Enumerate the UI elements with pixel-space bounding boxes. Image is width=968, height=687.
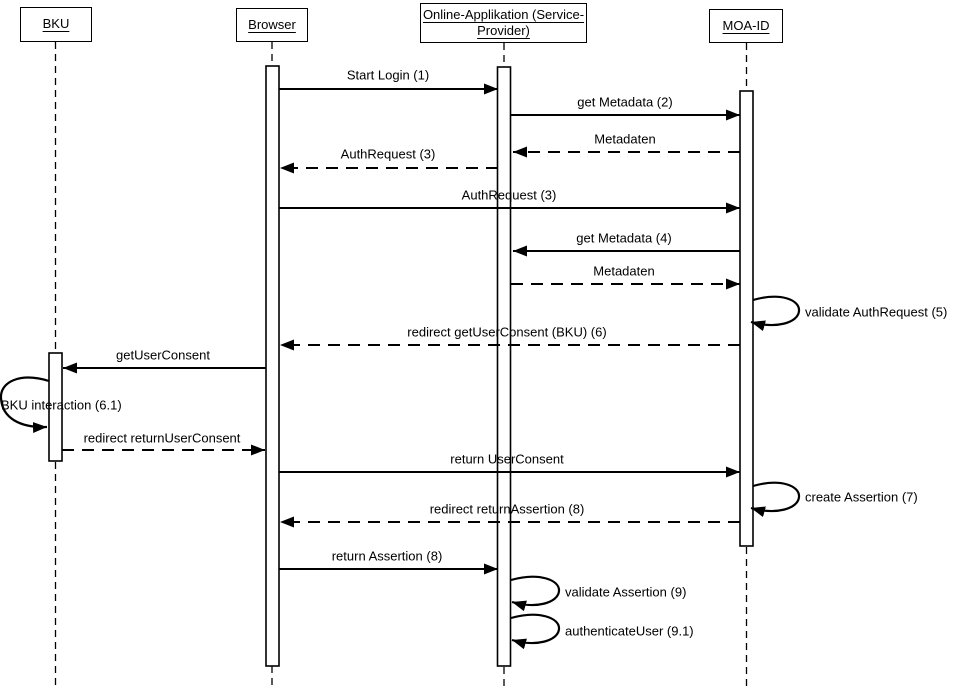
actor-box-moa-id: MOA-ID xyxy=(709,9,783,43)
self-loop-bku-interaction xyxy=(0,376,50,434)
activation-bar-moa-id xyxy=(739,90,754,547)
actor-label-browser: Browser xyxy=(248,16,296,32)
actor-label-online-app-line2: Provider) xyxy=(477,23,530,38)
message-label-validate-assertion: validate Assertion (9) xyxy=(565,584,687,600)
message-label-authenticateuser: authenticateUser (9.1) xyxy=(565,623,694,639)
message-label-get-metadata-2: get Metadata (2) xyxy=(577,94,673,110)
message-label-get-metadata-4: get Metadata (4) xyxy=(576,230,672,246)
message-label-metadaten-2: Metadaten xyxy=(593,263,655,279)
message-label-start-login: Start Login (1) xyxy=(346,67,430,83)
activation-bar-browser xyxy=(265,65,280,667)
actor-label-online-app-line1: Online-Applikation (Service- xyxy=(422,6,585,22)
activation-bar-online-app xyxy=(496,66,512,667)
message-label-metadaten-1: Metadaten xyxy=(594,131,656,147)
actor-box-browser: Browser xyxy=(236,8,308,42)
self-loop-create-assertion xyxy=(750,481,801,518)
actor-box-bku: BKU xyxy=(20,7,92,42)
message-label-authrequest-3b: AuthRequest (3) xyxy=(461,187,557,203)
actor-label-bku: BKU xyxy=(42,16,70,32)
self-loop-authenticateuser xyxy=(510,613,561,650)
activation-bar-bku xyxy=(48,352,63,462)
message-label-return-userconsent: return UserConsent xyxy=(450,451,564,467)
actor-box-online-app: Online-Applikation (Service- Provider) xyxy=(420,3,587,43)
message-label-authrequest-3a: AuthRequest (3) xyxy=(340,146,436,162)
message-label-bku-interaction: BKU interaction (6.1) xyxy=(1,397,122,413)
self-loop-validate-authrequest xyxy=(750,295,801,332)
self-loop-validate-assertion xyxy=(510,575,561,612)
message-label-redirect-returnassertion: redirect returnAssertion (8) xyxy=(429,501,585,517)
message-label-return-assertion: return Assertion (8) xyxy=(331,548,443,564)
message-label-redirect-getuserconsent: redirect getUserConsent (BKU) (6) xyxy=(407,324,607,340)
message-label-validate-authrequest: validate AuthRequest (5) xyxy=(805,304,948,320)
message-label-create-assertion: create Assertion (7) xyxy=(805,489,918,505)
actor-label-moa-id: MOA-ID xyxy=(722,17,770,33)
message-label-redirect-returnuserconsent: redirect returnUserConsent xyxy=(83,430,241,446)
message-label-getuserconsent: getUserConsent xyxy=(116,347,210,363)
